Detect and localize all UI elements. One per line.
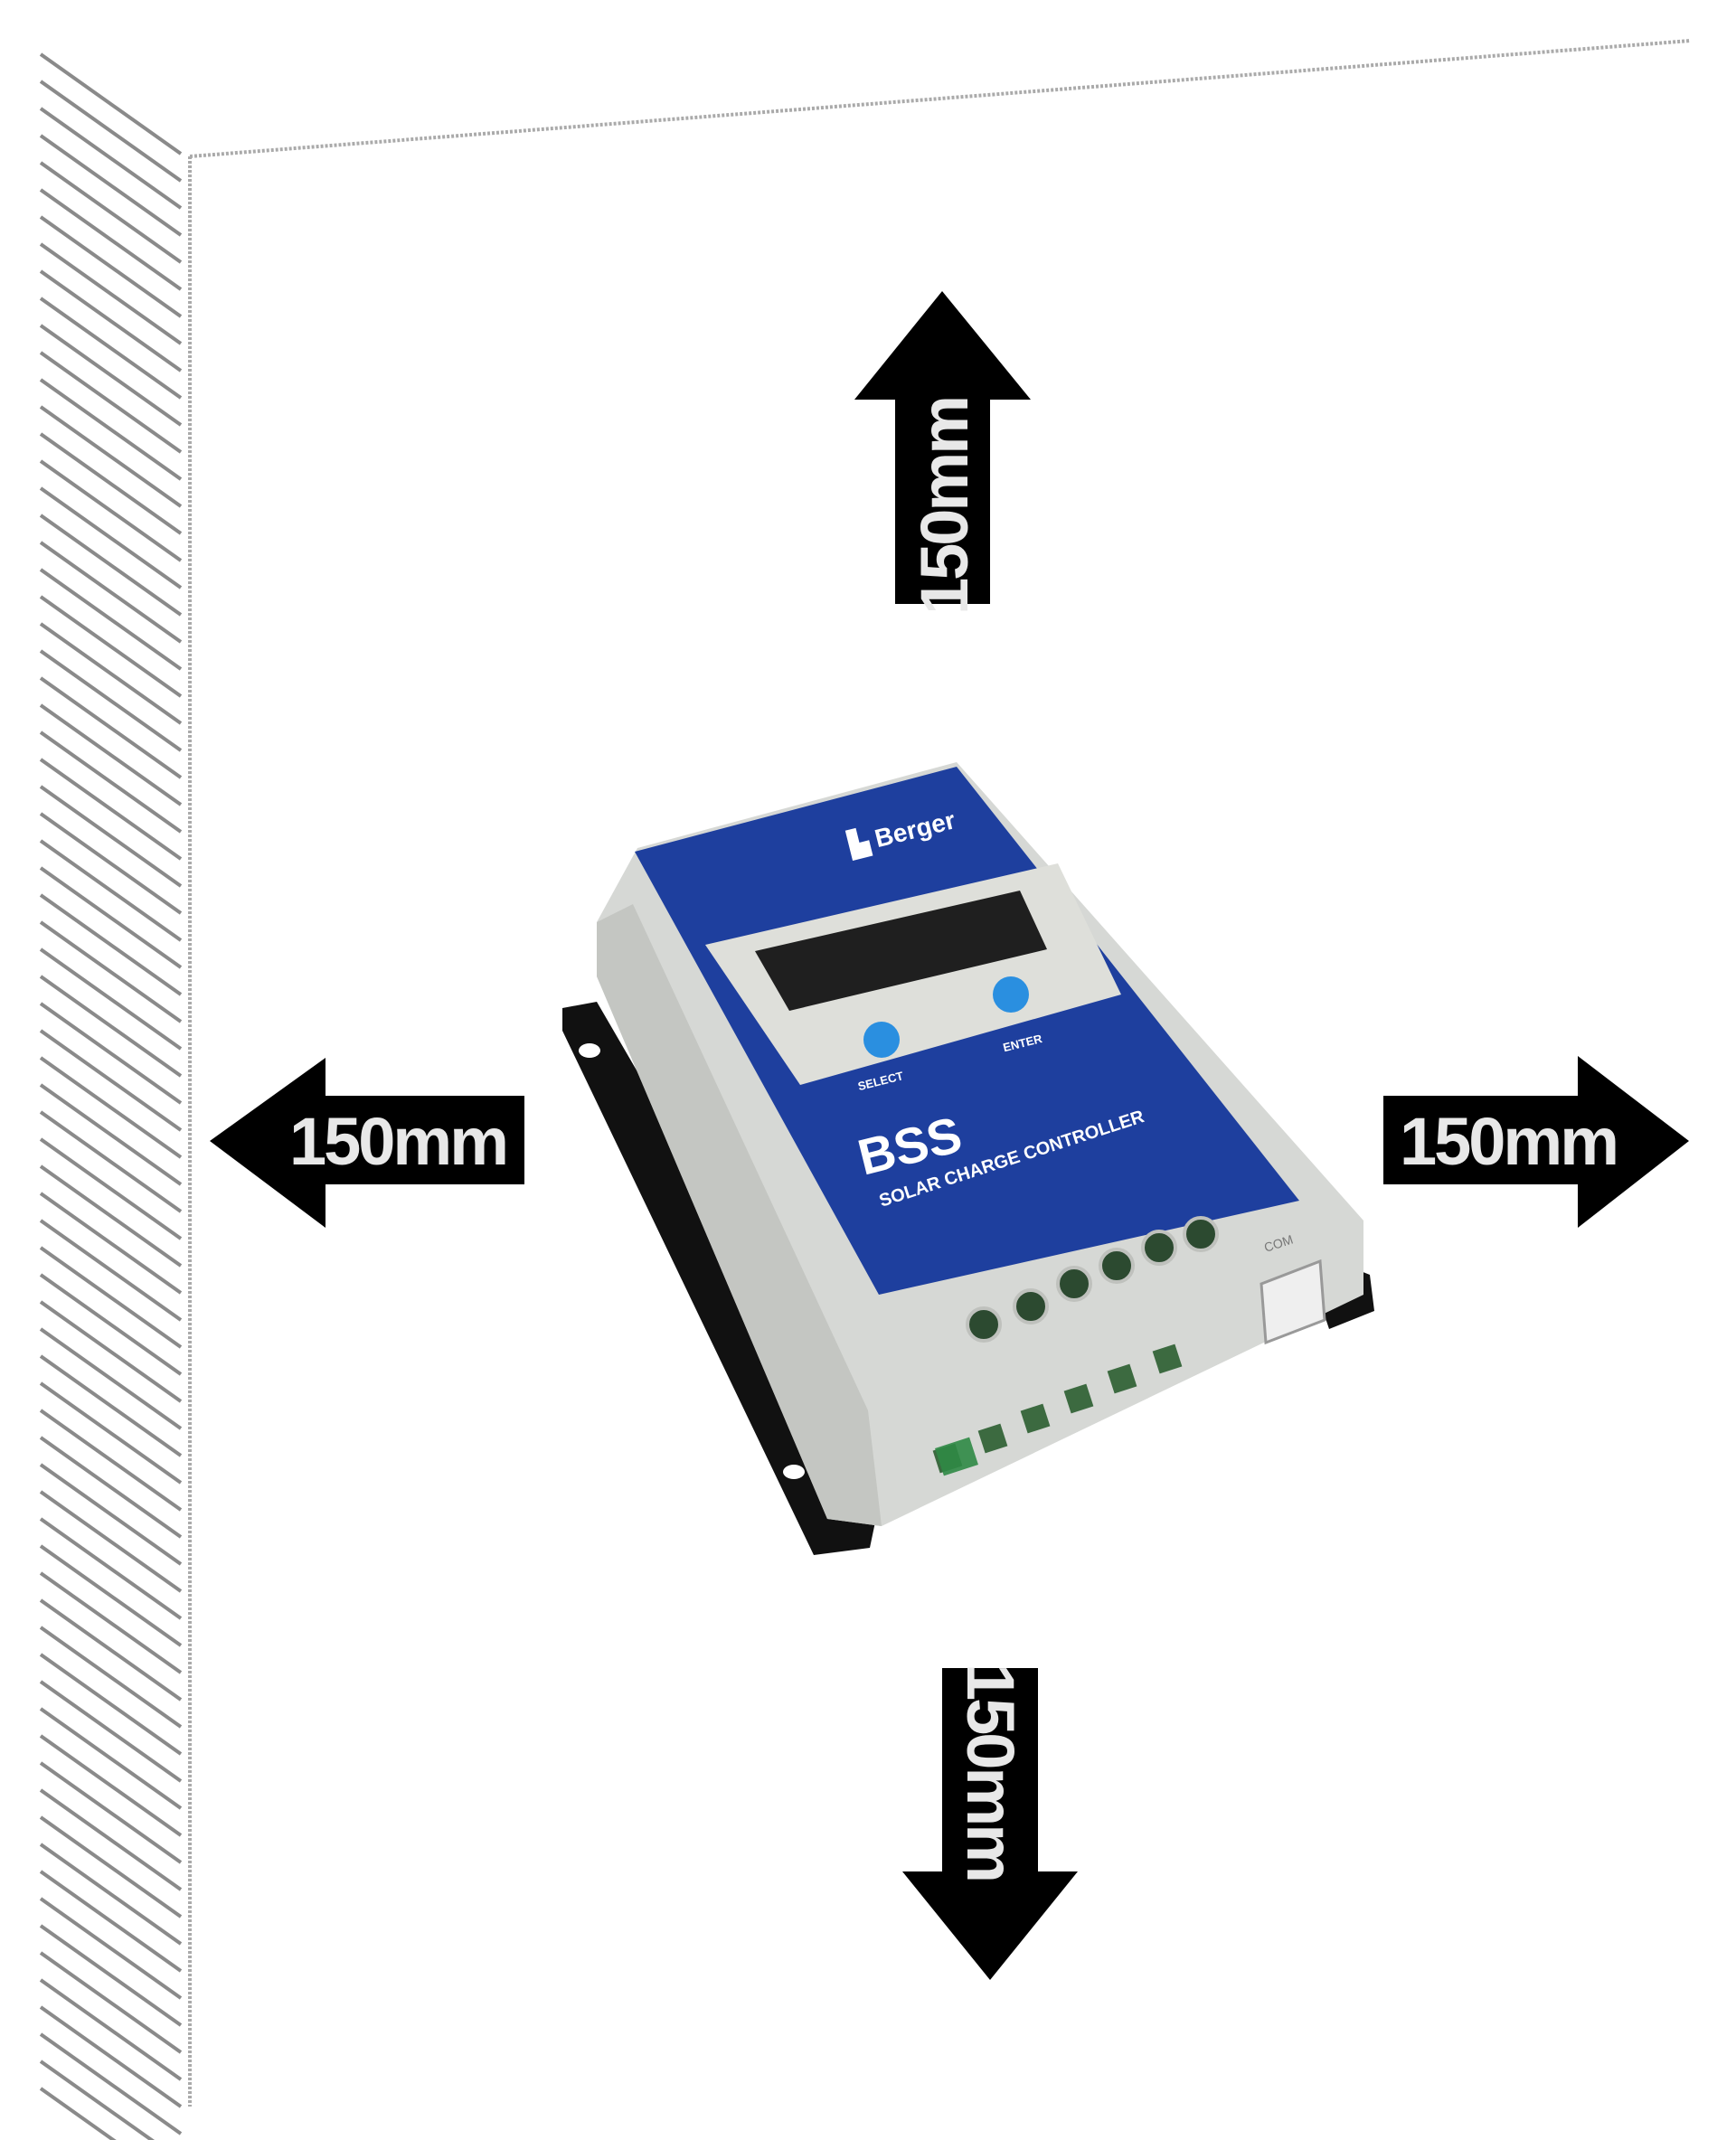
- hatch-line: [39, 1626, 183, 1729]
- hatch-line: [39, 1761, 183, 1864]
- hatch-line: [39, 1219, 183, 1322]
- hatch-line: [39, 1110, 183, 1213]
- hatch-line: [39, 785, 183, 888]
- bottom-clearance-arrow: 150mm: [902, 1664, 1078, 1980]
- hatch-line: [39, 514, 183, 617]
- select-button[interactable]: [863, 1022, 900, 1058]
- hatch-line: [39, 432, 183, 535]
- hatch-line: [39, 1083, 183, 1186]
- hatch-line: [39, 1517, 183, 1620]
- hatch-line: [39, 1354, 183, 1457]
- hatch-line: [39, 1436, 183, 1539]
- hatch-line: [39, 351, 183, 454]
- right-clearance-arrow: 150mm: [1383, 1056, 1689, 1228]
- hatch-line: [39, 1978, 183, 2081]
- hatch-line: [39, 568, 183, 671]
- left-clearance-arrow: 150mm: [210, 1058, 524, 1228]
- wall-hatching: [39, 52, 183, 2140]
- hatch-line: [39, 1409, 183, 1512]
- hatch-line: [39, 1544, 183, 1647]
- hatch-line: [39, 1056, 183, 1159]
- hatch-line: [39, 1246, 183, 1349]
- bottom-clearance-label: 150mm: [953, 1664, 1028, 1881]
- hatch-line: [39, 649, 183, 752]
- hatch-line: [39, 758, 183, 861]
- hatch-line: [39, 893, 183, 996]
- hatch-line: [39, 1381, 183, 1485]
- hatch-line: [39, 486, 183, 589]
- hatch-line: [39, 839, 183, 942]
- hatch-line: [39, 242, 183, 345]
- hatch-line: [39, 1870, 183, 1973]
- left-clearance-label: 150mm: [289, 1104, 506, 1179]
- hatch-line: [39, 269, 183, 372]
- hatch-line: [39, 405, 183, 508]
- hatch-line: [39, 188, 183, 291]
- hatch-line: [39, 595, 183, 698]
- hatch-line: [39, 541, 183, 644]
- mounting-hole: [783, 1465, 805, 1479]
- hatch-line: [39, 1707, 183, 1810]
- hatch-line: [39, 297, 183, 400]
- top-clearance-arrow: 150mm: [854, 291, 1031, 615]
- hatch-line: [39, 1192, 183, 1295]
- hatch-line: [39, 1571, 183, 1674]
- hatch-line: [39, 1029, 183, 1132]
- lcd-screen: [755, 891, 1047, 1011]
- hatch-line: [39, 1843, 183, 1946]
- hatch-line: [39, 812, 183, 915]
- temp-sensor-terminal: [935, 1437, 978, 1476]
- hatch-line: [39, 161, 183, 264]
- hatch-line: [39, 1653, 183, 1756]
- hatch-line: [39, 1924, 183, 2027]
- hatch-line: [39, 1951, 183, 2054]
- com-port: [1260, 1259, 1326, 1345]
- top-clearance-label: 150mm: [907, 398, 982, 615]
- mounting-hole: [579, 1043, 600, 1058]
- hatch-line: [39, 1788, 183, 1891]
- hatch-line: [39, 1137, 183, 1240]
- hatch-line: [39, 2087, 117, 2140]
- hatch-line: [39, 1734, 183, 1837]
- hatch-line: [39, 1897, 183, 2000]
- hatch-line: [39, 459, 183, 562]
- hatch-line: [39, 866, 183, 969]
- enter-button[interactable]: [993, 976, 1029, 1013]
- hatch-line: [39, 920, 183, 1023]
- hatch-line: [39, 731, 183, 834]
- hatch-line: [39, 975, 183, 1078]
- hatch-line: [39, 324, 183, 427]
- hatch-line: [39, 703, 183, 806]
- hatch-line: [39, 676, 183, 779]
- hatch-line: [39, 1598, 183, 1702]
- hatch-line: [39, 52, 183, 156]
- hatch-line: [39, 2060, 156, 2140]
- ceiling-line: [189, 39, 1692, 158]
- hatch-line: [39, 1680, 183, 1783]
- hatch-line: [39, 2005, 183, 2108]
- hatch-line: [39, 107, 183, 210]
- hatch-line: [39, 2032, 183, 2135]
- terminal-row: [966, 1216, 1219, 1343]
- hatch-line: [39, 1463, 183, 1566]
- hatch-line: [39, 134, 183, 237]
- hatch-line: [39, 1164, 183, 1268]
- hatch-line: [39, 1490, 183, 1593]
- hatch-line: [39, 1273, 183, 1376]
- hatch-line: [39, 1002, 183, 1105]
- hatch-line: [39, 1300, 183, 1403]
- right-clearance-label: 150mm: [1400, 1104, 1617, 1179]
- hatch-line: [39, 622, 183, 725]
- hatch-line: [39, 378, 183, 481]
- solar-charge-controller: SELECT ENTER ▙ Berger BSS SOLAR CHARGE C…: [562, 762, 1374, 1555]
- hatch-line: [39, 80, 183, 183]
- hatch-line: [39, 215, 183, 318]
- hatch-line: [39, 947, 183, 1051]
- device-side: [597, 904, 882, 1526]
- hatch-line: [39, 1327, 183, 1430]
- hatch-line: [39, 1815, 183, 1918]
